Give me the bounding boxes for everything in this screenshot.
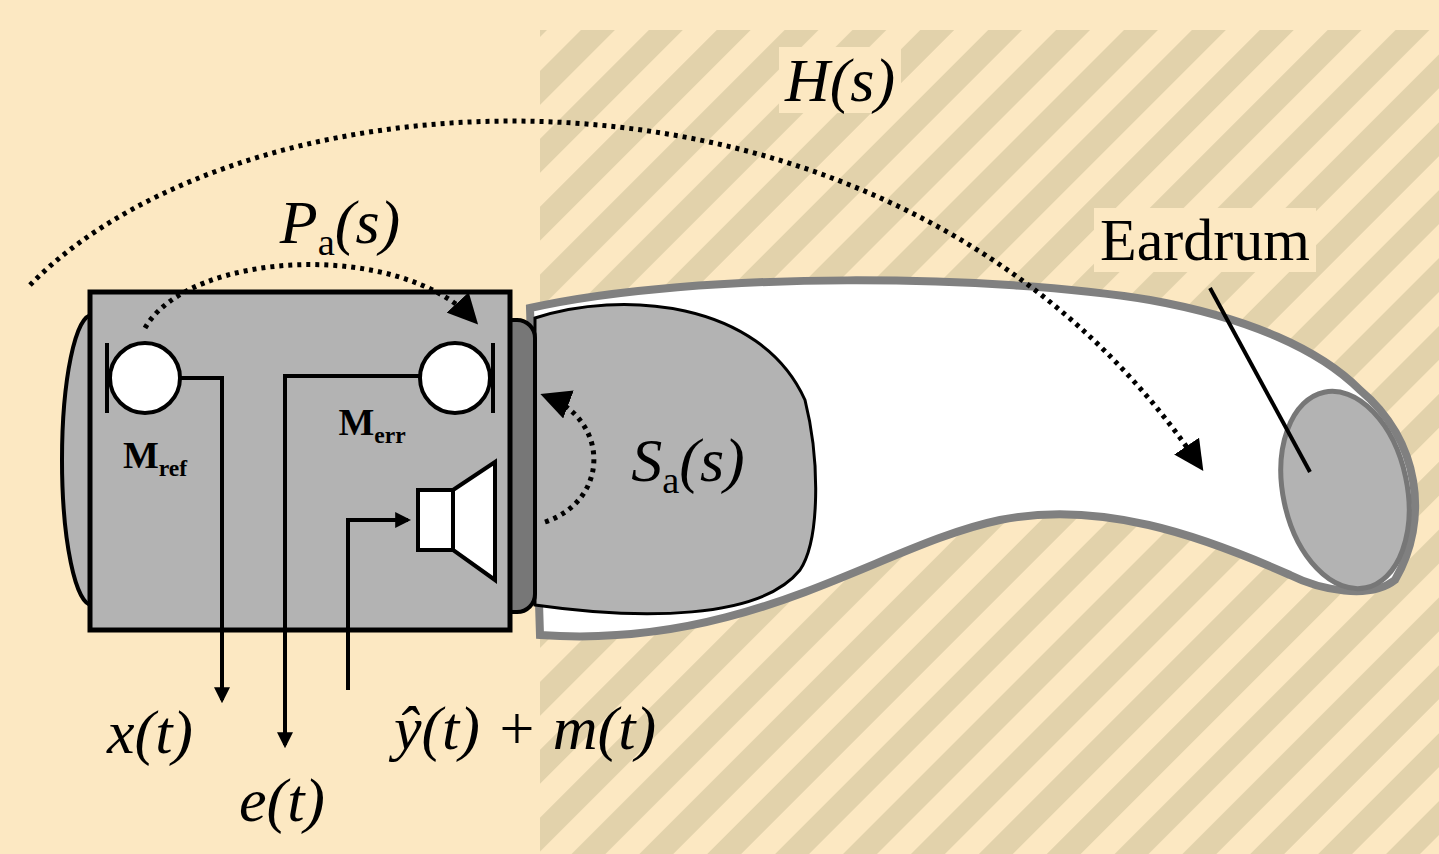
leader-line bbox=[1210, 288, 1310, 472]
mic-name-part: err bbox=[374, 422, 405, 448]
transfer-function-part: a bbox=[662, 459, 679, 501]
signal-wire bbox=[348, 520, 408, 690]
transfer-function-part: (s) bbox=[679, 426, 744, 494]
signal-wire bbox=[180, 378, 222, 700]
transfer-function-part: H(s) bbox=[785, 46, 895, 114]
signal-name: ŷ(t) + m(t) bbox=[394, 697, 656, 759]
transfer-function: Sa(s) bbox=[631, 429, 744, 491]
acoustic-path bbox=[30, 121, 1200, 466]
reference-mic bbox=[110, 343, 180, 413]
signal-name-part: ŷ(t) + m(t) bbox=[394, 694, 656, 762]
earbud-housing bbox=[90, 292, 510, 630]
speaker-symbol bbox=[418, 490, 453, 550]
transfer-function-part: P bbox=[280, 188, 318, 256]
transfer-function-part: (s) bbox=[335, 188, 400, 256]
mic-name: Merr bbox=[338, 403, 405, 441]
acoustic-path bbox=[545, 396, 594, 522]
acoustic-path bbox=[145, 265, 474, 328]
signal-name-part: e(t) bbox=[239, 766, 325, 834]
transfer-function: Pa(s) bbox=[280, 191, 400, 253]
signal-name: e(t) bbox=[239, 769, 325, 831]
mic-name-part: ref bbox=[159, 455, 187, 481]
signal-wire bbox=[285, 376, 420, 745]
transfer-function: H(s) bbox=[779, 47, 901, 113]
error-mic bbox=[420, 343, 490, 413]
signal-name-part: x(t) bbox=[107, 698, 193, 766]
eardrum-membrane bbox=[1264, 379, 1427, 600]
ear-tip bbox=[535, 304, 816, 613]
transfer-function-part: S bbox=[631, 426, 662, 494]
mic-name: Mref bbox=[123, 436, 187, 474]
transfer-function-part: a bbox=[318, 221, 335, 263]
part-name: Eardrum bbox=[1094, 208, 1316, 272]
signal-name: x(t) bbox=[107, 701, 193, 763]
mic-name-part: M bbox=[338, 401, 374, 443]
mic-name-part: M bbox=[123, 434, 159, 476]
part-name-part: Eardrum bbox=[1100, 207, 1310, 273]
